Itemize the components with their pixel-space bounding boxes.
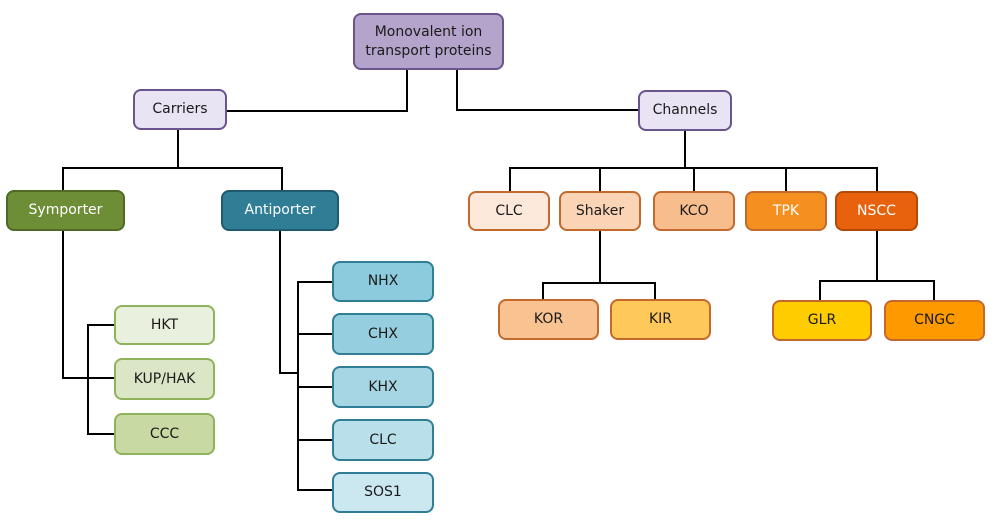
antiporter-child-clc: CLC [332, 419, 434, 461]
symporter-child-hkt: HKT [114, 305, 215, 345]
antiporter-child-sos1: SOS1 [332, 472, 434, 513]
antiporter-child-khx: KHX [332, 366, 434, 408]
antiporter-node: Antiporter [221, 190, 339, 231]
shaker-child-kor: KOR [498, 299, 599, 340]
symporter-child-kup-hak: KUP/HAK [114, 358, 215, 400]
nscc-child-cngc: CNGC [884, 300, 985, 341]
root-label-line2: transport proteins [365, 42, 492, 59]
shaker-child-kir: KIR [610, 299, 711, 340]
antiporter-child-nhx: NHX [332, 261, 434, 302]
channel-type-shaker: Shaker [559, 191, 641, 231]
root-node: Monovalent ion transport proteins [353, 13, 504, 70]
channel-type-nscc: NSCC [835, 191, 918, 231]
carriers-node: Carriers [133, 89, 227, 130]
channel-type-kco: KCO [653, 191, 735, 231]
root-label-line1: Monovalent ion [374, 23, 483, 40]
symporter-child-ccc: CCC [114, 413, 215, 455]
nscc-child-glr: GLR [772, 300, 872, 341]
symporter-node: Symporter [6, 190, 125, 231]
channels-node: Channels [638, 90, 732, 131]
antiporter-child-chx: CHX [332, 313, 434, 355]
channel-type-clc: CLC [468, 191, 550, 231]
channel-type-tpk: TPK [745, 191, 827, 231]
